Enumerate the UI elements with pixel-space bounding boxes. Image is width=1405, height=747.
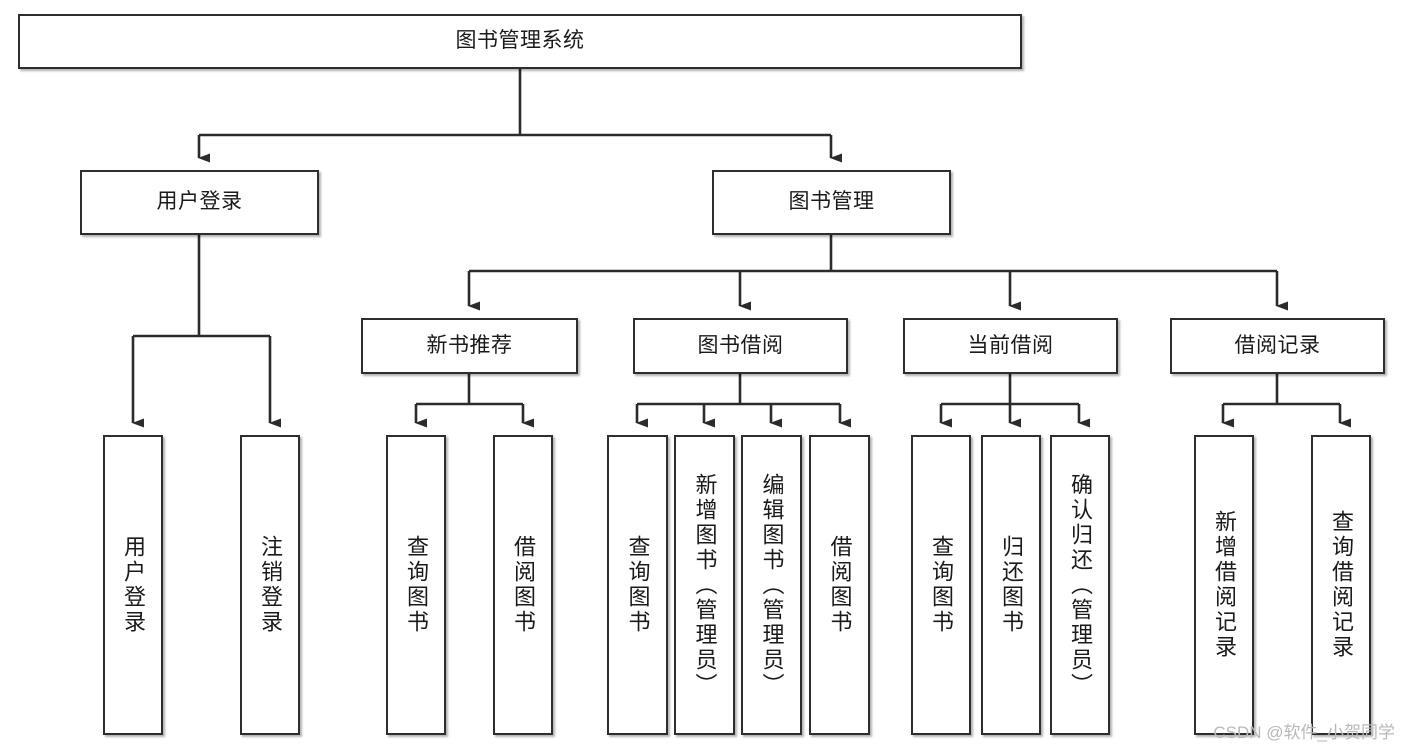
leaf-query-books-current-label: 查询图书 <box>929 535 954 635</box>
node-new-book-recommend-label: 新书推荐 <box>426 333 513 357</box>
leaf-add-borrow-record[interactable]: 新增借阅记录 <box>1194 435 1254 735</box>
leaf-query-borrow-record[interactable]: 查询借阅记录 <box>1311 435 1371 735</box>
leaf-query-borrow-record-label: 查询借阅记录 <box>1329 510 1354 660</box>
leaf-query-books-recommend-label: 查询图书 <box>404 535 429 635</box>
node-borrow-records-label: 借阅记录 <box>1234 333 1321 357</box>
leaf-borrow-books-recommend[interactable]: 借阅图书 <box>493 435 553 735</box>
leaf-user-login-label: 用户登录 <box>121 535 146 635</box>
node-book-management-label: 图书管理 <box>788 190 875 214</box>
leaf-return-books-label: 归还图书 <box>999 535 1024 635</box>
leaf-user-login[interactable]: 用户登录 <box>103 435 163 735</box>
node-borrow-records[interactable]: 借阅记录 <box>1170 318 1385 374</box>
leaf-query-books-borrow[interactable]: 查询图书 <box>607 435 668 735</box>
leaf-add-borrow-record-label: 新增借阅记录 <box>1212 510 1237 660</box>
leaf-query-books-borrow-label: 查询图书 <box>625 535 651 635</box>
leaf-confirm-return-admin-label: 确认归还（管理员） <box>1068 472 1093 698</box>
leaf-edit-book-admin-label: 编辑图书（管理员） <box>759 472 785 698</box>
leaf-edit-book-admin[interactable]: 编辑图书（管理员） <box>741 435 802 735</box>
node-book-management[interactable]: 图书管理 <box>712 170 951 235</box>
leaf-borrow-books[interactable]: 借阅图书 <box>809 435 870 735</box>
node-user-login-label: 用户登录 <box>156 190 243 214</box>
node-user-login[interactable]: 用户登录 <box>80 170 319 235</box>
node-current-borrow-label: 当前借阅 <box>967 333 1054 357</box>
node-root[interactable]: 图书管理系统 <box>18 14 1022 69</box>
leaf-query-books-current[interactable]: 查询图书 <box>911 435 971 735</box>
leaf-add-book-admin-label: 新增图书（管理员） <box>692 472 718 698</box>
leaf-borrow-books-label: 借阅图书 <box>827 535 853 635</box>
leaf-return-books[interactable]: 归还图书 <box>981 435 1041 735</box>
node-root-label: 图书管理系统 <box>455 29 585 53</box>
node-new-book-recommend[interactable]: 新书推荐 <box>361 318 578 374</box>
node-book-borrow[interactable]: 图书借阅 <box>633 318 848 374</box>
leaf-query-books-recommend[interactable]: 查询图书 <box>386 435 446 735</box>
leaf-add-book-admin[interactable]: 新增图书（管理员） <box>674 435 735 735</box>
csdn-watermark: CSDN @软件_小贺同学 <box>1213 723 1395 742</box>
node-book-borrow-label: 图书借阅 <box>697 333 784 357</box>
leaf-logout[interactable]: 注销登录 <box>240 435 300 735</box>
leaf-borrow-books-recommend-label: 借阅图书 <box>511 535 536 635</box>
node-current-borrow[interactable]: 当前借阅 <box>903 318 1118 374</box>
leaf-logout-label: 注销登录 <box>258 535 283 635</box>
leaf-confirm-return-admin[interactable]: 确认归还（管理员） <box>1050 435 1110 735</box>
